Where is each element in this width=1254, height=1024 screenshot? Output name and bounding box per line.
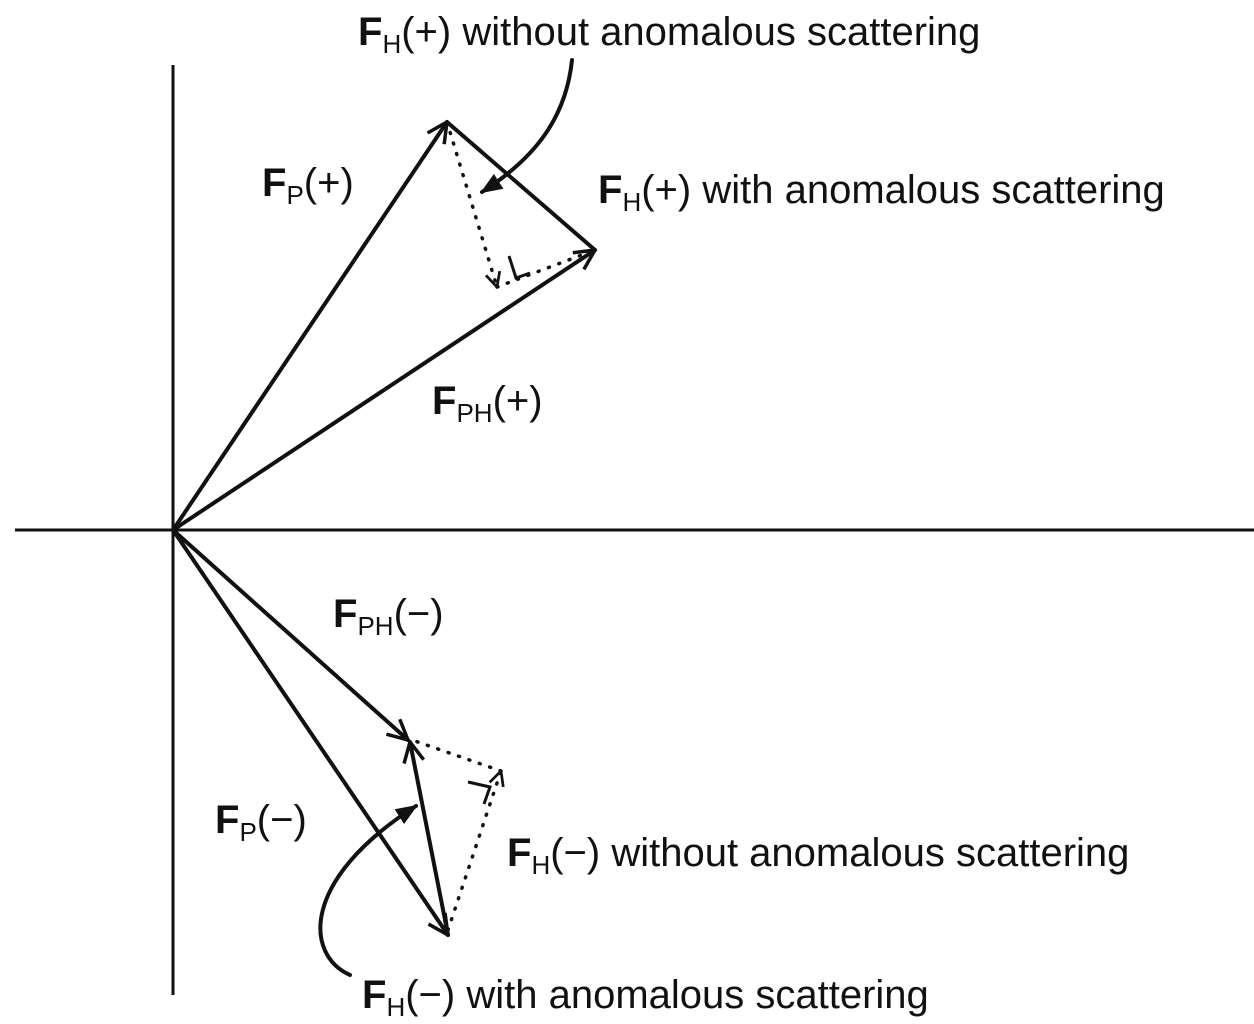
label-fh-plus-without: FH(+) without anomalous scattering [358,10,980,59]
label-fp-minus: FP(−) [215,798,307,847]
fh-plus-with-vector [445,120,597,252]
label-fph-minus: FPH(−) [333,592,444,641]
fh-plus-without-vector [445,120,497,287]
fph-plus-vector [171,250,595,532]
label-fh-plus-with: FH(+) with anomalous scattering [598,168,1165,217]
pointer-fh-plus-without [480,58,574,194]
fph-minus-vector [171,528,408,740]
right-angle-plus [507,255,531,280]
right-angle-minus [467,780,492,805]
fh-minus-with-vector [410,742,450,937]
label-fp-plus: FP(+) [262,161,354,210]
label-fh-minus-without: FH(−) without anomalous scattering [507,831,1129,880]
anomalous-plus-component [495,248,597,289]
fh-minus-without-vector [446,771,501,932]
label-fh-minus-with: FH(−) with anomalous scattering [362,973,929,1022]
fp-minus-vector [171,528,448,935]
fp-plus-vector [171,122,447,532]
label-fph-plus: FPH(+) [432,379,543,428]
anomalous-minus-component [413,739,503,773]
pointer-fh-minus-with [318,804,418,977]
